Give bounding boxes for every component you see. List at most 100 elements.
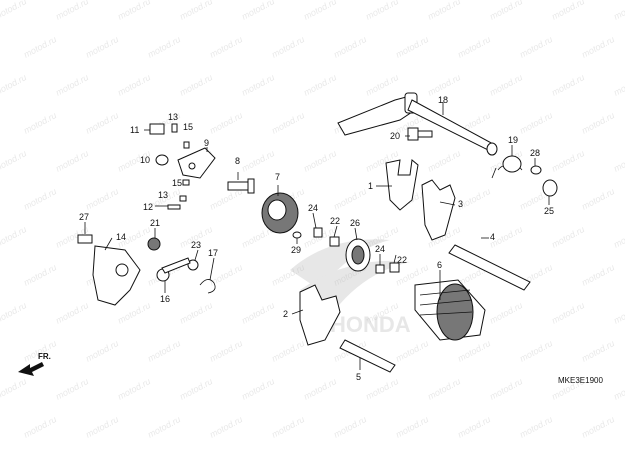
watermark-text: motod.ru — [550, 0, 586, 22]
shift-fork-1 — [385, 159, 419, 211]
spring-15-upper — [183, 141, 190, 149]
washer — [155, 154, 169, 166]
callout-17: 17 — [208, 248, 218, 258]
watermark-text: motod.ru — [394, 414, 430, 440]
watermark-text: motod.ru — [22, 34, 58, 60]
watermark-text: motod.ru — [270, 414, 306, 440]
watermark-text: motod.ru — [364, 0, 400, 22]
fork-shaft-5 — [339, 339, 396, 373]
watermark-text: motod.ru — [54, 72, 90, 98]
watermark-text: motod.ru — [364, 72, 400, 98]
callout-16: 16 — [160, 294, 170, 304]
collar-23 — [187, 259, 199, 271]
bolt-24-lower — [375, 264, 385, 274]
watermark-text: motod.ru — [580, 186, 616, 212]
honda-wing-logo: HONDA — [290, 239, 411, 337]
watermark-text: motod.ru — [54, 300, 90, 326]
watermark-text: motod.ru — [84, 34, 120, 60]
watermark-text: motod.ru — [0, 148, 28, 174]
watermark-text: motod.ru — [0, 224, 28, 250]
watermark-text: motod.ru — [394, 338, 430, 364]
bracket-14 — [92, 245, 141, 306]
watermark-text: motod.ru — [84, 186, 120, 212]
callout-12: 12 — [143, 202, 153, 212]
watermark-text: motod.ru — [488, 376, 524, 402]
bolt-22-lower — [389, 262, 400, 273]
shift-fork-3 — [421, 179, 456, 241]
watermark-text: motod.ru — [270, 110, 306, 136]
bolt-21 — [147, 237, 161, 251]
watermark-text: motod.ru — [332, 34, 368, 60]
watermark-text: motod.ru — [178, 72, 214, 98]
callout-8: 8 — [235, 156, 240, 166]
callout-29: 29 — [291, 245, 301, 255]
callout-4: 4 — [490, 232, 495, 242]
spring-13-lower — [179, 195, 187, 202]
watermark-text: motod.ru — [456, 338, 492, 364]
watermark-text: motod.ru — [426, 72, 462, 98]
watermark-text: motod.ru — [240, 376, 276, 402]
spring-15-lower — [182, 179, 190, 186]
watermark-text: motod.ru — [550, 224, 586, 250]
callout-5: 5 — [356, 372, 361, 382]
pin-12 — [167, 204, 181, 210]
watermark-text: motod.ru — [426, 376, 462, 402]
callout-23: 23 — [191, 240, 201, 250]
drum-center-7 — [261, 192, 299, 234]
watermark-text: motod.ru — [394, 34, 430, 60]
spring-17 — [199, 279, 216, 294]
watermark-text: motod.ru — [208, 262, 244, 288]
watermark-text: motod.ru — [116, 300, 152, 326]
watermark-text: motod.ru — [0, 300, 28, 326]
watermark-text: motod.ru — [22, 186, 58, 212]
watermark-text: motod.ru — [22, 110, 58, 136]
link-arm — [161, 257, 191, 274]
leader-lines — [84, 102, 550, 370]
watermark-text: motod.ru — [54, 376, 90, 402]
watermark-text: motod.ru — [0, 0, 28, 22]
watermark-text: motod.ru — [0, 72, 28, 98]
watermark-text: motod.ru — [426, 148, 462, 174]
watermark-text: motod.ru — [612, 300, 625, 326]
callout-26: 26 — [350, 218, 360, 228]
watermark-text: motod.ru — [208, 414, 244, 440]
callout-3: 3 — [458, 199, 463, 209]
watermark-text: motod.ru — [146, 414, 182, 440]
watermark-text: motod.ru — [550, 300, 586, 326]
watermark-text: motod.ru — [178, 376, 214, 402]
watermark-text: motod.ru — [488, 0, 524, 22]
watermark-text: motod.ru — [302, 72, 338, 98]
callout-24-upper: 24 — [308, 203, 318, 213]
watermark-text: motod.ru — [580, 414, 616, 440]
watermark-text: motod.ru — [208, 110, 244, 136]
callout-20: 20 — [390, 131, 400, 141]
callout-14: 14 — [116, 232, 126, 242]
bolt-27 — [77, 234, 93, 244]
watermark-text: motod.ru — [302, 0, 338, 22]
bolt-20 — [407, 127, 433, 141]
callout-labels: 1 3 4 6 5 2 7 8 9 11 13 15 10 15 13 12 1… — [79, 95, 554, 382]
watermark-text: motod.ru — [488, 300, 524, 326]
dowel-pin-29 — [292, 231, 302, 239]
watermark-text: motod.ru — [302, 376, 338, 402]
watermark-text: motod.ru — [456, 34, 492, 60]
watermark-text: motod.ru — [178, 300, 214, 326]
callout-6: 6 — [437, 260, 442, 270]
bolt-8 — [227, 178, 255, 194]
watermark-text: motod.ru — [240, 300, 276, 326]
callout-15-upper: 15 — [183, 122, 193, 132]
bolt-24-upper — [313, 227, 323, 238]
callout-1: 1 — [368, 181, 373, 191]
watermark-text: motod.ru — [612, 0, 625, 22]
diagram-code: MKE3E1900 — [558, 376, 603, 385]
watermark-text: motod.ru — [332, 186, 368, 212]
watermark-text: motod.ru — [612, 376, 625, 402]
stopper-arm-9 — [177, 147, 216, 179]
shift-fork-2 — [299, 284, 341, 346]
callout-7: 7 — [275, 172, 280, 182]
cap-11 — [149, 123, 165, 135]
oil-seal-26 — [345, 238, 371, 272]
bolt-22-upper — [329, 236, 340, 247]
